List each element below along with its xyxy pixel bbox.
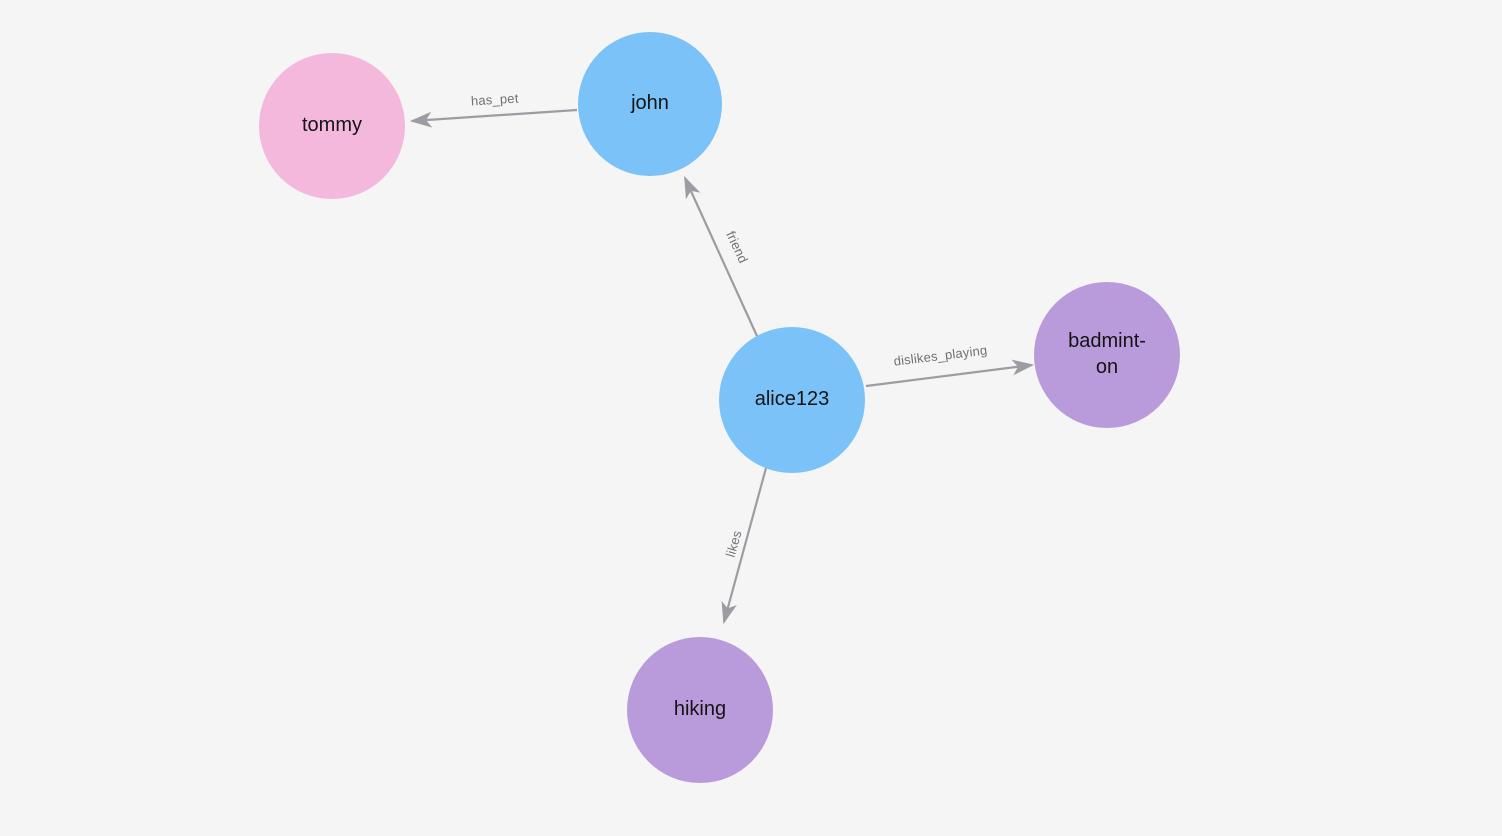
node-label-line: badmint- [1068,330,1146,352]
graph-node-hiking[interactable]: hiking [627,637,773,783]
graph-node-tommy[interactable]: tommy [259,53,405,199]
edge-label: friend [723,229,751,266]
graph-node-badminton[interactable]: badmint-on [1034,282,1180,428]
nodes-layer: tommy john alice123 badmint-on hiking [259,32,1180,783]
edge-label: likes [723,528,745,558]
graph-edge[interactable] [409,108,578,128]
edge-label: dislikes_playing [893,342,988,368]
node-label-line: john [630,92,669,114]
node-circle[interactable] [578,32,722,176]
graph-edge[interactable] [721,467,768,625]
graph-node-alice123[interactable]: alice123 [719,327,865,473]
node-label-line: hiking [674,698,726,720]
node-circle[interactable] [1034,282,1180,428]
node-label: badmint-on [1068,330,1146,378]
node-circle[interactable] [627,637,773,783]
graph-edge[interactable] [865,359,1035,388]
edge-label: has_pet [470,91,519,109]
node-label: alice123 [755,388,830,410]
graph-edge[interactable] [683,175,759,337]
node-label: john [630,92,669,114]
node-label-line: alice123 [755,388,830,410]
edges-layer [409,108,1035,625]
node-label: hiking [674,698,726,720]
node-circle[interactable] [259,53,405,199]
node-circle[interactable] [719,327,865,473]
node-label-line: tommy [302,114,362,136]
node-label-line: on [1096,356,1118,378]
graph-node-john[interactable]: john [578,32,722,176]
node-label: tommy [302,114,362,136]
